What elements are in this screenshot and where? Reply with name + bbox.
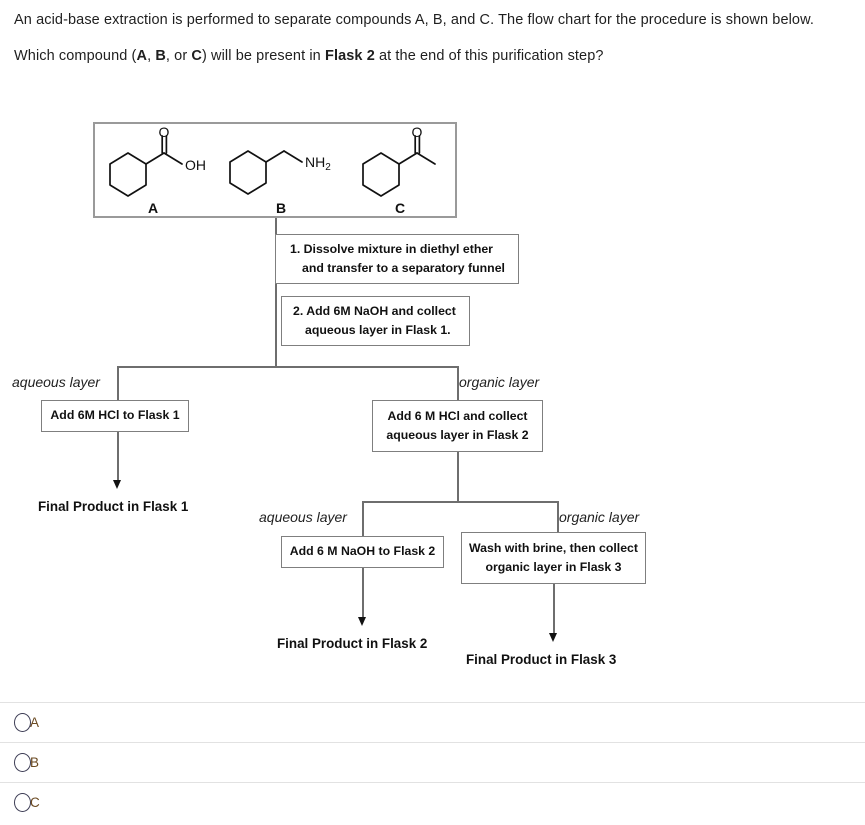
branch-1-organic-action-box: Add 6 M HCl and collect aqueous layer in… (372, 400, 543, 452)
answer-option-a[interactable]: A (0, 702, 865, 742)
extraction-flow-chart: O OH NH2 O A B C 1. Dissolve mixture in … (12, 122, 646, 667)
ring-a (109, 152, 147, 197)
connector-to-flask-3-outcome (553, 584, 555, 635)
compound-structures-panel: O OH NH2 O (93, 122, 457, 218)
branch-1-bar (117, 366, 458, 368)
atom-label-oh-a: OH (185, 157, 206, 173)
branch-2-organic-action-line-1: Wash with brine, then collect (469, 540, 638, 555)
compound-a-ref: A (136, 48, 148, 64)
structure-label-b: B (275, 200, 287, 216)
compound-c-ref: C (191, 48, 202, 64)
branch-1-organic-action-line-1: Add 6 M HCl and collect (387, 408, 528, 423)
bond-b-ch2 (265, 150, 285, 163)
question-line-2-prefix: Which compound ( (14, 48, 137, 64)
branch-2-aqueous-action-box: Add 6 M NaOH to Flask 2 (281, 536, 444, 568)
branch-1-aqueous-action-text: Add 6M HCl to Flask 1 (50, 408, 180, 423)
question-sep-1: , (147, 48, 156, 64)
outcome-flask-1-label: Final Product in Flask 1 (38, 499, 189, 514)
branch-1-aqueous-label: aqueous layer (12, 374, 100, 390)
question-line-1: An acid-base extraction is performed to … (14, 12, 814, 28)
answer-option-a-label: A (30, 714, 40, 730)
ring-c (362, 152, 400, 197)
atom-label-o-a: O (159, 124, 170, 140)
bond-a-carbonyl (145, 152, 165, 165)
branch-2-aqueous-action-text: Add 6 M NaOH to Flask 2 (289, 544, 436, 559)
atom-label-o-c: O (412, 124, 423, 140)
arrowhead-flask-2 (358, 617, 366, 626)
arrowhead-flask-1 (113, 480, 121, 489)
question-sep-2: , or (165, 48, 192, 64)
connector-to-flask-2-outcome (362, 568, 364, 619)
atom-label-nh2-b: NH2 (305, 154, 331, 173)
branch-2-organic-action-line-2: organic layer in Flask 3 (485, 560, 622, 574)
branch-1-aqueous-action-box: Add 6M HCl to Flask 1 (41, 400, 189, 432)
connector-branch1-organic-to-branch-2 (457, 452, 459, 501)
answer-option-c-label: C (30, 794, 40, 810)
radio-button-a[interactable] (14, 713, 31, 732)
outcome-flask-2-label: Final Product in Flask 2 (277, 636, 428, 651)
answer-options-list: A B C (0, 702, 865, 822)
branch-1-organic-action-line-2: aqueous layer in Flask 2 (386, 428, 529, 442)
structure-label-c: C (394, 200, 406, 216)
outcome-flask-3-label: Final Product in Flask 3 (466, 652, 617, 667)
step-2-box: 2. Add 6M NaOH and collect aqueous layer… (281, 296, 470, 346)
step-1-line-2: and transfer to a separatory funnel (302, 261, 505, 275)
step-1-box: 1. Dissolve mixture in diethyl ether and… (275, 234, 519, 284)
bond-c-carbonyl (398, 152, 418, 165)
question-line-2-mid: ) will be present in (201, 48, 325, 64)
step-2-line-1: 2. Add 6M NaOH and collect (293, 303, 456, 318)
answer-option-b[interactable]: B (0, 742, 865, 782)
flask-2-ref: Flask 2 (324, 48, 375, 64)
compound-structures-drawing: O OH NH2 O (109, 124, 436, 197)
branch-2-bar (362, 501, 558, 503)
answer-option-c[interactable]: C (0, 782, 865, 822)
answer-option-b-label: B (30, 754, 40, 770)
branch-2-organic-label: organic layer (559, 509, 640, 525)
question-line-2: Which compound (A, B, or C) will be pres… (14, 48, 604, 64)
bond-a-oh (163, 152, 183, 165)
bond-c-methyl (416, 152, 436, 165)
radio-button-b[interactable] (14, 753, 31, 772)
bond-b-n (283, 150, 303, 163)
connector-panel-to-branch-1 (275, 218, 277, 366)
branch-2-organic-action-box: Wash with brine, then collect organic la… (461, 532, 646, 584)
question-line-2-suffix: at the end of this purification step? (374, 48, 604, 64)
step-1-line-1: 1. Dissolve mixture in diethyl ether (290, 241, 493, 256)
arrowhead-flask-3 (549, 633, 557, 642)
branch-2-aqueous-drop (362, 501, 364, 536)
branch-1-organic-drop (457, 366, 459, 400)
step-2-line-2: aqueous layer in Flask 1. (305, 323, 451, 337)
radio-button-c[interactable] (14, 793, 31, 812)
connector-to-flask-1-outcome (117, 432, 119, 482)
structure-label-a: A (147, 200, 159, 216)
branch-1-organic-label: organic layer (459, 374, 540, 390)
compound-b-ref: B (155, 48, 166, 64)
branch-2-aqueous-label: aqueous layer (259, 509, 347, 525)
ring-b (229, 150, 267, 195)
branch-1-aqueous-drop (117, 366, 119, 400)
branch-2-organic-drop (557, 501, 559, 532)
